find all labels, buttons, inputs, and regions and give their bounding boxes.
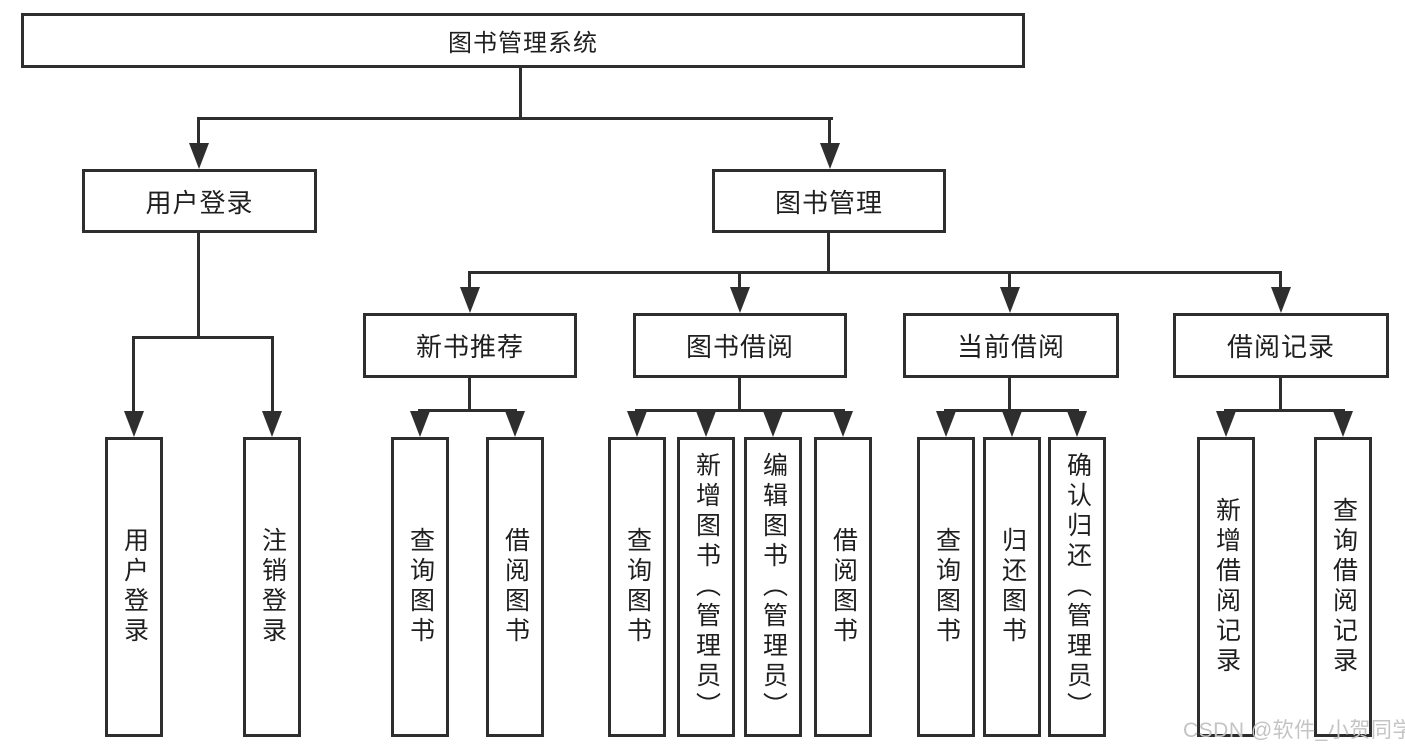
connector-line — [197, 233, 200, 339]
connector-line — [1008, 378, 1011, 412]
arrow-down-icon — [936, 411, 956, 437]
leaf-recommend-query-books: 查询图书 — [391, 437, 449, 737]
arrow-down-icon — [1333, 411, 1353, 437]
arrow-down-icon — [627, 411, 647, 437]
connector-line — [468, 271, 471, 289]
connector-line — [271, 336, 274, 413]
arrow-down-icon — [124, 411, 144, 437]
leaf-current-confirm-return-admin: 确认归还（管理员） — [1048, 437, 1106, 737]
connector-line — [944, 409, 1079, 412]
connector-line — [197, 117, 833, 120]
connector-line — [418, 409, 517, 412]
arrow-down-icon — [820, 143, 840, 169]
node-book-management: 图书管理 — [712, 169, 946, 233]
connector-line — [468, 378, 471, 412]
connector-line — [468, 271, 1282, 274]
connector-line — [1224, 409, 1345, 412]
arrow-down-icon — [410, 411, 430, 437]
leaf-current-return-books: 归还图书 — [983, 437, 1041, 737]
arrow-down-icon — [1000, 287, 1020, 313]
connector-line — [519, 68, 522, 120]
connector-line — [738, 378, 741, 412]
leaf-current-query-books: 查询图书 — [917, 437, 975, 737]
arrow-down-icon — [1002, 411, 1022, 437]
node-library-management-system: 图书管理系统 — [21, 13, 1025, 68]
node-current-borrowing: 当前借阅 — [903, 313, 1119, 378]
node-borrowing-records: 借阅记录 — [1173, 313, 1389, 378]
connector-line — [1279, 378, 1282, 412]
node-new-book-recommend: 新书推荐 — [363, 313, 577, 378]
arrow-down-icon — [460, 287, 480, 313]
arrow-down-icon — [833, 411, 853, 437]
connector-line — [827, 233, 830, 274]
leaf-borrowing-query-books: 查询图书 — [608, 437, 666, 737]
arrow-down-icon — [730, 287, 750, 313]
leaf-borrowing-edit-books-admin: 编辑图书（管理员） — [744, 437, 802, 737]
arrow-down-icon — [505, 411, 525, 437]
leaf-borrowing-borrow-books: 借阅图书 — [814, 437, 872, 737]
connector-line — [828, 117, 831, 145]
arrow-down-icon — [696, 411, 716, 437]
arrow-down-icon — [1067, 411, 1087, 437]
leaf-recommend-borrow-books: 借阅图书 — [486, 437, 544, 737]
arrow-down-icon — [189, 143, 209, 169]
connector-line — [197, 117, 200, 145]
arrow-down-icon — [1216, 411, 1236, 437]
connector-line — [635, 409, 845, 412]
connector-line — [738, 271, 741, 289]
watermark: CSDN @软件_小贺同学 — [1183, 719, 1405, 742]
arrow-down-icon — [262, 411, 282, 437]
leaf-borrowing-add-books-admin: 新增图书（管理员） — [677, 437, 735, 737]
arrow-down-icon — [763, 411, 783, 437]
leaf-records-add-borrow-record: 新增借阅记录 — [1197, 437, 1255, 737]
leaf-logout: 注销登录 — [243, 437, 301, 737]
connector-line — [1279, 271, 1282, 289]
node-book-borrowing: 图书借阅 — [633, 313, 847, 378]
leaf-records-query-borrow-record: 查询借阅记录 — [1314, 437, 1372, 737]
connector-line — [132, 336, 274, 339]
node-user-login: 用户登录 — [82, 169, 317, 233]
arrow-down-icon — [1271, 287, 1291, 313]
connector-line — [132, 336, 135, 413]
connector-line — [1008, 271, 1011, 289]
leaf-user-login: 用户登录 — [105, 437, 163, 737]
